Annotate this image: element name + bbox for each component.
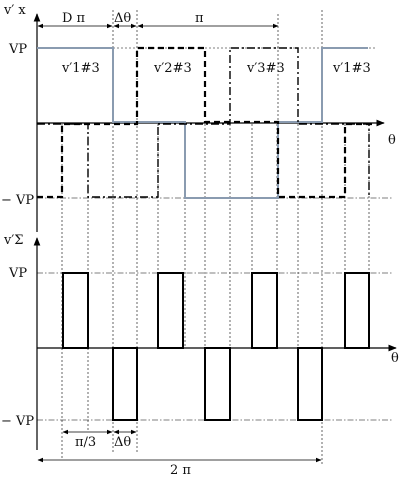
top-axis-label: v′ x [3, 3, 26, 18]
bottom-axis-label: v′Σ [3, 233, 24, 248]
label-pi-over-3: π/3 [75, 435, 96, 450]
label-two-pi: 2 π [170, 463, 191, 478]
top-vp-label: VP [8, 42, 27, 57]
label-pi-top: π [195, 11, 204, 26]
label-v2: v′2#3 [153, 61, 192, 76]
top-neg-vp-label: − VP [1, 193, 34, 208]
bottom-theta-label: θ [391, 351, 399, 366]
top-plot: v′ x VP − VP θ D π Δθ π v′1#3 v′2#3 v′3#… [1, 3, 396, 466]
waveform-v1 [37, 47, 368, 199]
bottom-plot: v′Σ VP − VP θ π/3 Δθ 2 π [1, 233, 399, 478]
bottom-neg-vp-label: − VP [1, 414, 34, 429]
label-v1-left: v′1#3 [61, 61, 100, 76]
label-d-pi: D π [62, 11, 86, 26]
label-delta-theta-top: Δθ [114, 11, 131, 26]
sum-pulses [62, 272, 370, 421]
bottom-vp-label: VP [8, 266, 27, 281]
label-v3: v′3#3 [246, 61, 285, 76]
top-theta-label: θ [388, 133, 396, 148]
label-v1-right: v′1#3 [332, 61, 371, 76]
waveform-v2 [37, 46, 373, 199]
waveform-v3 [37, 47, 370, 198]
label-delta-theta-bottom: Δθ [114, 435, 131, 450]
